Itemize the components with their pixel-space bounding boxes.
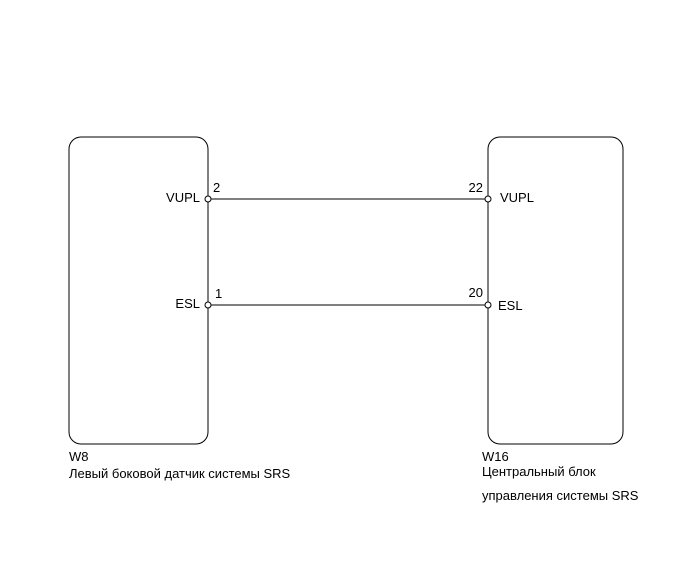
right-component-name-line2: управления системы SRS <box>482 488 639 503</box>
left-pin-1-terminal <box>204 301 212 309</box>
right-pin-20-terminal <box>484 301 492 309</box>
left-connector-block <box>68 136 209 445</box>
left-pin-number-1: 1 <box>215 286 223 301</box>
right-pin-number-20: 20 <box>468 285 483 300</box>
right-signal-vupl: VUPL <box>500 190 534 205</box>
left-component-code: W8 <box>69 449 89 464</box>
right-pin-22-terminal <box>484 195 492 203</box>
right-component-code: W16 <box>482 449 509 464</box>
right-connector-block <box>487 136 624 445</box>
left-pin-number-2: 2 <box>213 180 221 195</box>
left-component-name: Левый боковой датчик системы SRS <box>69 466 291 481</box>
left-signal-vupl: VUPL <box>166 190 200 205</box>
left-signal-esl: ESL <box>175 296 200 311</box>
right-pin-number-22: 22 <box>468 180 483 195</box>
right-signal-esl: ESL <box>498 298 523 313</box>
right-component-name-line1: Центральный блок <box>482 464 596 479</box>
left-pin-2-terminal <box>204 195 212 203</box>
